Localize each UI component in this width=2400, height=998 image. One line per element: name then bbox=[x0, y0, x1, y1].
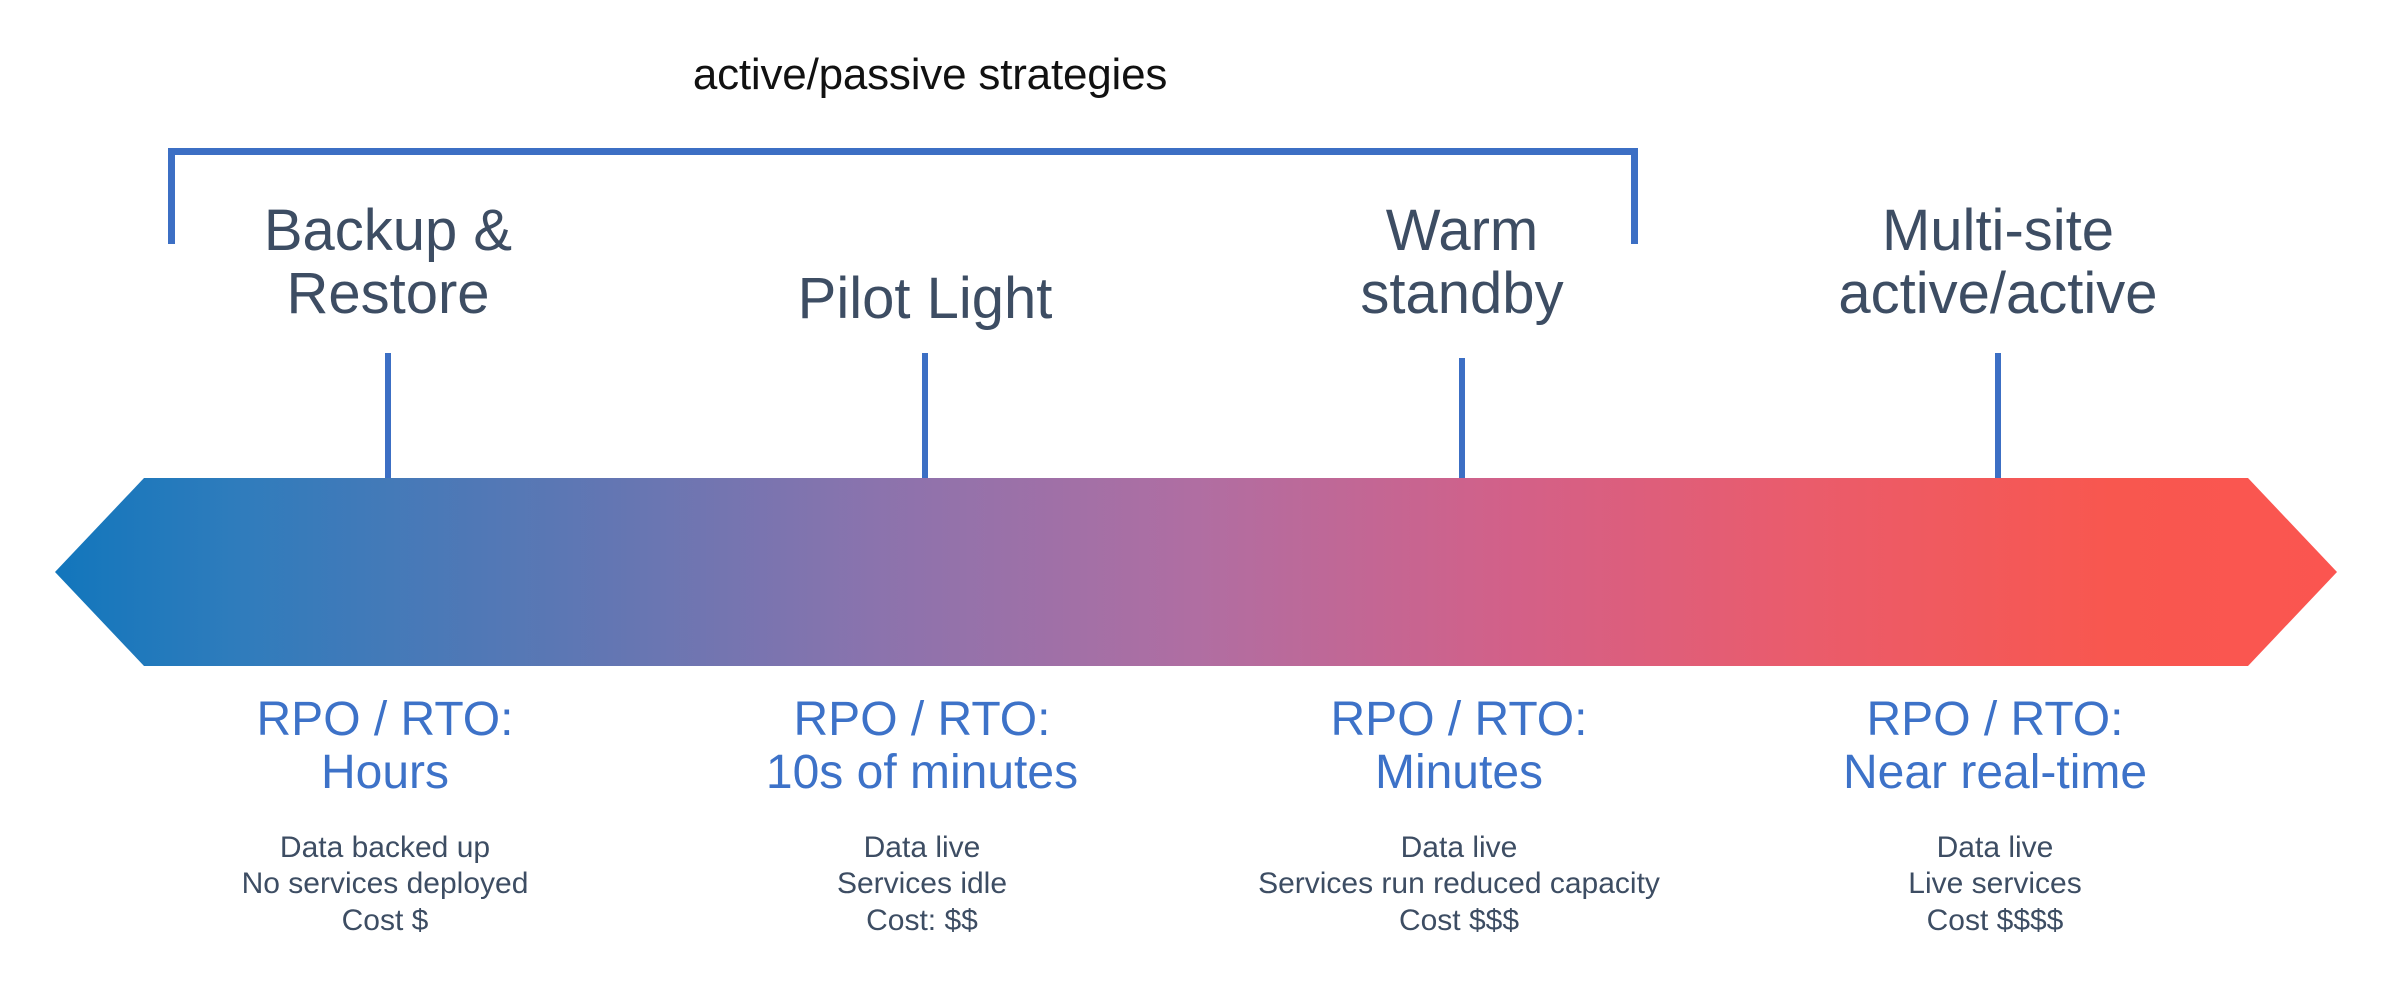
details-warm-standby: Data live Services run reduced capacity … bbox=[1258, 830, 1660, 937]
active-passive-bracket bbox=[168, 148, 1638, 244]
strategy-label-warm-standby: Warm standby bbox=[1360, 198, 1564, 326]
column-warm-standby: RPO / RTO: Minutes Data live Services ru… bbox=[1194, 693, 1724, 939]
strategy-label-backup-restore: Backup & Restore bbox=[263, 198, 513, 326]
connector-line-multi-site bbox=[1995, 353, 2001, 578]
bracket-caption: active/passive strategies bbox=[692, 50, 1168, 99]
strategy-label-multi-site-active-active: Multi-site active/active bbox=[1838, 198, 2158, 326]
rpo-rto-warm-standby: RPO / RTO: Minutes bbox=[1330, 693, 1588, 799]
details-pilot-light: Data live Services idle Cost: $$ bbox=[836, 830, 1008, 937]
gradient-spectrum-arrow-bar bbox=[55, 478, 2337, 666]
column-backup-restore: RPO / RTO: Hours Data backed up No servi… bbox=[120, 693, 650, 939]
details-backup-restore: Data backed up No services deployed Cost… bbox=[241, 830, 529, 937]
connector-line-warm-standby bbox=[1459, 358, 1465, 578]
rpo-rto-pilot-light: RPO / RTO: 10s of minutes bbox=[765, 693, 1079, 799]
details-multi-site: Data live Live services Cost $$$$ bbox=[1908, 830, 2082, 937]
connector-line-pilot-light bbox=[922, 353, 928, 578]
column-pilot-light: RPO / RTO: 10s of minutes Data live Serv… bbox=[657, 693, 1187, 939]
column-multi-site: RPO / RTO: Near real-time Data live Live… bbox=[1730, 693, 2260, 939]
strategy-label-pilot-light: Pilot Light bbox=[797, 266, 1053, 331]
connector-line-backup-restore bbox=[385, 353, 391, 578]
rpo-rto-multi-site: RPO / RTO: Near real-time bbox=[1842, 693, 2148, 799]
rpo-rto-backup-restore: RPO / RTO: Hours bbox=[256, 693, 514, 799]
